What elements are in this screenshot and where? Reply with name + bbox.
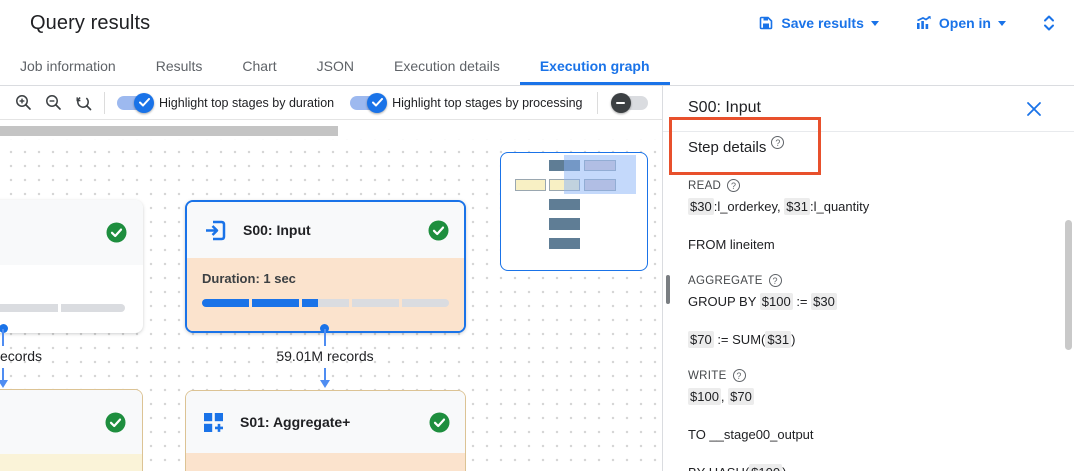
- query-results-header: Query results Save results Open in: [0, 0, 1074, 46]
- tab-execution-graph[interactable]: Execution graph: [519, 46, 670, 85]
- processing-toggle[interactable]: [350, 92, 388, 113]
- step-details-heading: Step details ?: [688, 136, 785, 156]
- close-icon[interactable]: [1026, 101, 1042, 117]
- stage-node-partial-top[interactable]: [0, 200, 143, 333]
- stage-title: S00: Input: [243, 222, 311, 238]
- help-icon[interactable]: ?: [771, 136, 785, 149]
- edge-connector-dot: [0, 324, 8, 333]
- toggle-processing-group: Highlight top stages by processing: [350, 92, 583, 113]
- stage-node-partial-bottom[interactable]: [0, 389, 143, 471]
- edge-line: [324, 329, 326, 346]
- step-detail-line: $100, $70: [688, 388, 754, 405]
- edge-line: [324, 368, 326, 381]
- processing-toggle-label: Highlight top stages by processing: [392, 95, 583, 110]
- success-check-icon: [428, 220, 449, 241]
- zoom-out-icon[interactable]: [45, 94, 62, 111]
- edge-records-label: 59.01M records: [276, 348, 374, 364]
- edge-line: [2, 329, 4, 346]
- graph-vertical-scrollbar[interactable]: [666, 275, 670, 304]
- step-section-label: AGGREGATE?: [688, 274, 1040, 287]
- minimap-stage-rect: [549, 199, 580, 210]
- tab-bar: Job information Results Chart JSON Execution…: [0, 46, 1074, 86]
- edge-records-label-partial: ecords: [0, 348, 43, 364]
- minimap-viewport[interactable]: [564, 155, 636, 194]
- content-area: Highlight top stages by duration Highlig…: [0, 86, 1074, 471]
- duration-toggle-label: Highlight top stages by duration: [159, 95, 335, 110]
- help-icon[interactable]: ?: [727, 179, 741, 192]
- edge-arrowhead-icon: [320, 380, 330, 388]
- tab-chart[interactable]: Chart: [242, 57, 277, 74]
- stage-title: S01: Aggregate+: [240, 414, 351, 430]
- step-section-label: READ?: [688, 179, 1040, 192]
- toolbar-divider: [104, 91, 105, 114]
- success-check-icon: [106, 222, 127, 243]
- step-detail-line: $30:l_orderkey, $31:l_quantity: [688, 198, 870, 215]
- tab-results[interactable]: Results: [155, 57, 203, 74]
- stage-node-s00[interactable]: S00: Input Duration: 1 sec: [185, 200, 466, 333]
- page-title: Query results: [30, 11, 151, 34]
- minimap-stage-rect: [515, 179, 546, 191]
- toolbar-divider: [596, 91, 598, 114]
- duration-toggle[interactable]: [117, 92, 154, 113]
- theme-toggle[interactable]: [610, 92, 648, 113]
- minus-icon: [610, 92, 631, 113]
- minimap-stage-rect: [549, 218, 580, 230]
- aggregate-stage-icon: [201, 410, 226, 435]
- toggle-duration-group: Highlight top stages by duration: [117, 92, 335, 113]
- stage-progress-bar: [0, 304, 125, 312]
- stage-duration-label: Duration: 1 sec: [202, 271, 296, 286]
- stage-node-s01[interactable]: S01: Aggregate+: [185, 390, 466, 471]
- chart-icon: [915, 15, 932, 31]
- step-details-panel: S00: Input Step details ? READ? $30:l_ord…: [662, 86, 1074, 471]
- help-icon[interactable]: ?: [732, 369, 746, 382]
- open-in-button[interactable]: Open in: [915, 15, 1006, 31]
- caret-down-icon: [870, 21, 879, 26]
- step-detail-line: $70 := SUM($31): [688, 331, 796, 348]
- graph-canvas[interactable]: S00: Input Duration: 1 sec 59.01M record…: [0, 121, 662, 471]
- zoom-reset-icon[interactable]: [75, 94, 92, 111]
- edge-connector-dot: [320, 324, 329, 333]
- input-stage-icon: [202, 217, 229, 244]
- horizontal-scrollbar[interactable]: [0, 126, 338, 136]
- execution-graph-pane: Highlight top stages by duration Highlig…: [0, 86, 662, 471]
- graph-minimap[interactable]: [500, 152, 648, 271]
- header-actions: Save results Open in: [758, 14, 1056, 32]
- step-section-label: WRITE?: [688, 369, 1040, 382]
- save-results-button[interactable]: Save results: [758, 15, 879, 31]
- minimap-stage-rect: [549, 238, 580, 249]
- success-check-icon: [429, 412, 450, 433]
- tab-job-information[interactable]: Job information: [20, 57, 116, 74]
- step-detail-line: BY HASH($100): [688, 464, 1040, 471]
- panel-divider: [663, 131, 1074, 132]
- stage-progress-bar: [202, 299, 449, 307]
- edge-arrowhead-icon: [0, 380, 8, 388]
- check-icon: [367, 92, 388, 113]
- collapse-expand-button[interactable]: [1042, 14, 1056, 32]
- unfold-icon: [1042, 14, 1056, 32]
- minimap-content: [501, 153, 647, 270]
- tab-execution-details[interactable]: Execution details: [393, 57, 500, 74]
- step-detail-line: TO __stage00_output: [688, 427, 814, 442]
- save-icon: [758, 15, 774, 31]
- graph-toolbar: Highlight top stages by duration Highlig…: [0, 86, 662, 120]
- edge-line: [2, 368, 4, 381]
- zoom-controls: [15, 94, 92, 111]
- step-detail-line: FROM lineitem: [688, 237, 775, 252]
- zoom-in-icon[interactable]: [15, 94, 32, 111]
- check-icon: [134, 92, 154, 113]
- success-check-icon: [105, 412, 126, 433]
- tab-json[interactable]: JSON: [316, 57, 354, 74]
- help-icon[interactable]: ?: [768, 274, 782, 287]
- step-detail-line: GROUP BY $100 := $30: [688, 293, 837, 310]
- panel-scrollbar[interactable]: [1065, 220, 1072, 350]
- caret-down-icon: [998, 21, 1006, 26]
- panel-title: S00: Input: [688, 99, 761, 116]
